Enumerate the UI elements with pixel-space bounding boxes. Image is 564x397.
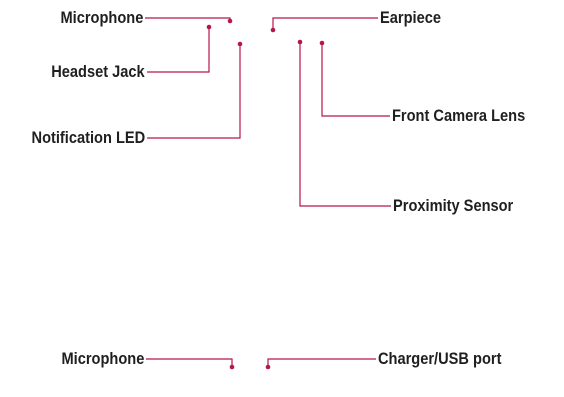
label-proximity-sensor: Proximity Sensor xyxy=(393,196,514,215)
label-notification-led: Notification LED xyxy=(31,128,145,147)
label-headset-jack: Headset Jack xyxy=(51,62,145,81)
leader-line-proximity-sensor xyxy=(299,43,391,207)
dot-earpiece xyxy=(270,27,276,33)
leader-line-microphone-bottom xyxy=(146,358,233,366)
leader-line-notification-led xyxy=(147,45,241,139)
dot-notification-led xyxy=(237,41,243,47)
leader-line-microphone-top xyxy=(145,17,231,20)
label-charger-usb-port: Charger/USB port xyxy=(378,349,502,368)
dot-front-camera-lens xyxy=(319,40,325,46)
leader-line-front-camera-lens xyxy=(321,44,390,117)
leader-line-headset-jack xyxy=(147,28,210,73)
label-microphone-top: Microphone xyxy=(60,8,143,27)
dot-proximity-sensor xyxy=(297,39,303,45)
leader-line-earpiece xyxy=(272,17,378,29)
label-front-camera-lens: Front Camera Lens xyxy=(392,106,526,125)
dot-microphone-top xyxy=(227,18,233,24)
label-microphone-bottom: Microphone xyxy=(61,349,144,368)
label-earpiece: Earpiece xyxy=(380,8,441,27)
dot-headset-jack xyxy=(206,24,212,30)
dot-charger-usb-port xyxy=(265,364,271,370)
leader-line-charger-usb-port xyxy=(267,358,376,366)
dot-microphone-bottom xyxy=(229,364,235,370)
